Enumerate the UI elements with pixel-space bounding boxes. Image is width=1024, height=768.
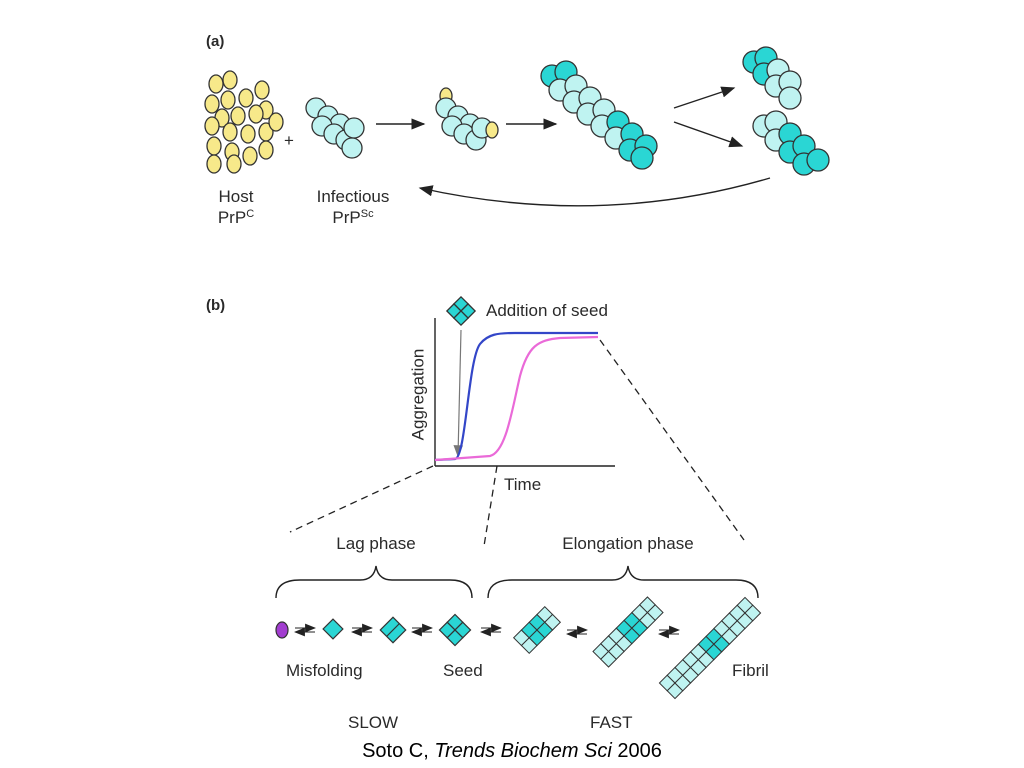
infectious-label-line1: Infectious: [316, 187, 390, 206]
dash-left: [289, 465, 434, 533]
seed-diamond: [438, 613, 472, 647]
fibril-label: Fibril: [732, 661, 769, 680]
fibril-short: [512, 605, 562, 655]
fibril-long: [658, 596, 762, 700]
panel-a-label: (a): [206, 33, 225, 50]
fragment-top: [742, 46, 802, 110]
x-axis-label: Time: [504, 475, 542, 494]
panel-b-label: (b): [206, 297, 226, 314]
y-axis-label: Aggregation: [408, 348, 428, 441]
host-prpc-cluster: [204, 70, 284, 174]
seed-annotation: Addition of seed: [486, 301, 608, 320]
infectious-label-line2: PrPSc: [332, 208, 374, 227]
lag-phase-label: Lag phase: [336, 534, 416, 553]
misfolding-label: Misfolding: [286, 661, 363, 680]
citation: Soto C, Trends Biochem Sci 2006: [362, 740, 662, 762]
prion-polymer: [540, 60, 658, 170]
unseeded-curve: [434, 335, 599, 462]
plus-sign: +: [284, 131, 294, 150]
seed-arrow: [453, 329, 464, 458]
return-arrow: [418, 177, 771, 207]
fibril-cell: [544, 613, 562, 631]
infectious-prpsc-cluster: [305, 97, 365, 159]
small-diamond: [322, 618, 344, 640]
seeded-curve: [434, 331, 598, 462]
monomer-purple: [275, 621, 289, 639]
dash-middle: [483, 465, 498, 547]
fibril-medium: [592, 596, 664, 668]
fragment-bottom: [752, 110, 830, 176]
arrow-3-up: [673, 86, 736, 109]
dash-right: [599, 339, 745, 541]
elongation-phase-label: Elongation phase: [562, 534, 694, 553]
host-label-line1: Host: [218, 187, 254, 206]
fast-label: FAST: [590, 713, 633, 732]
medium-diamond: [379, 616, 407, 644]
seed-label: Seed: [443, 661, 483, 680]
arrow-3-down: [673, 121, 744, 148]
slow-label: SLOW: [348, 713, 399, 732]
fibril-cell: [646, 604, 664, 622]
fibril-cell: [744, 604, 762, 622]
lag-brace: [275, 565, 473, 599]
host-label-line2: PrPC: [217, 208, 255, 227]
elongation-brace: [487, 565, 759, 599]
seed-diamond-top: [445, 295, 477, 327]
equilibrium-arrows: [293, 623, 681, 639]
panel-a: [204, 46, 830, 207]
recruitment-cluster: [435, 87, 499, 151]
panel-b: [275, 295, 762, 700]
